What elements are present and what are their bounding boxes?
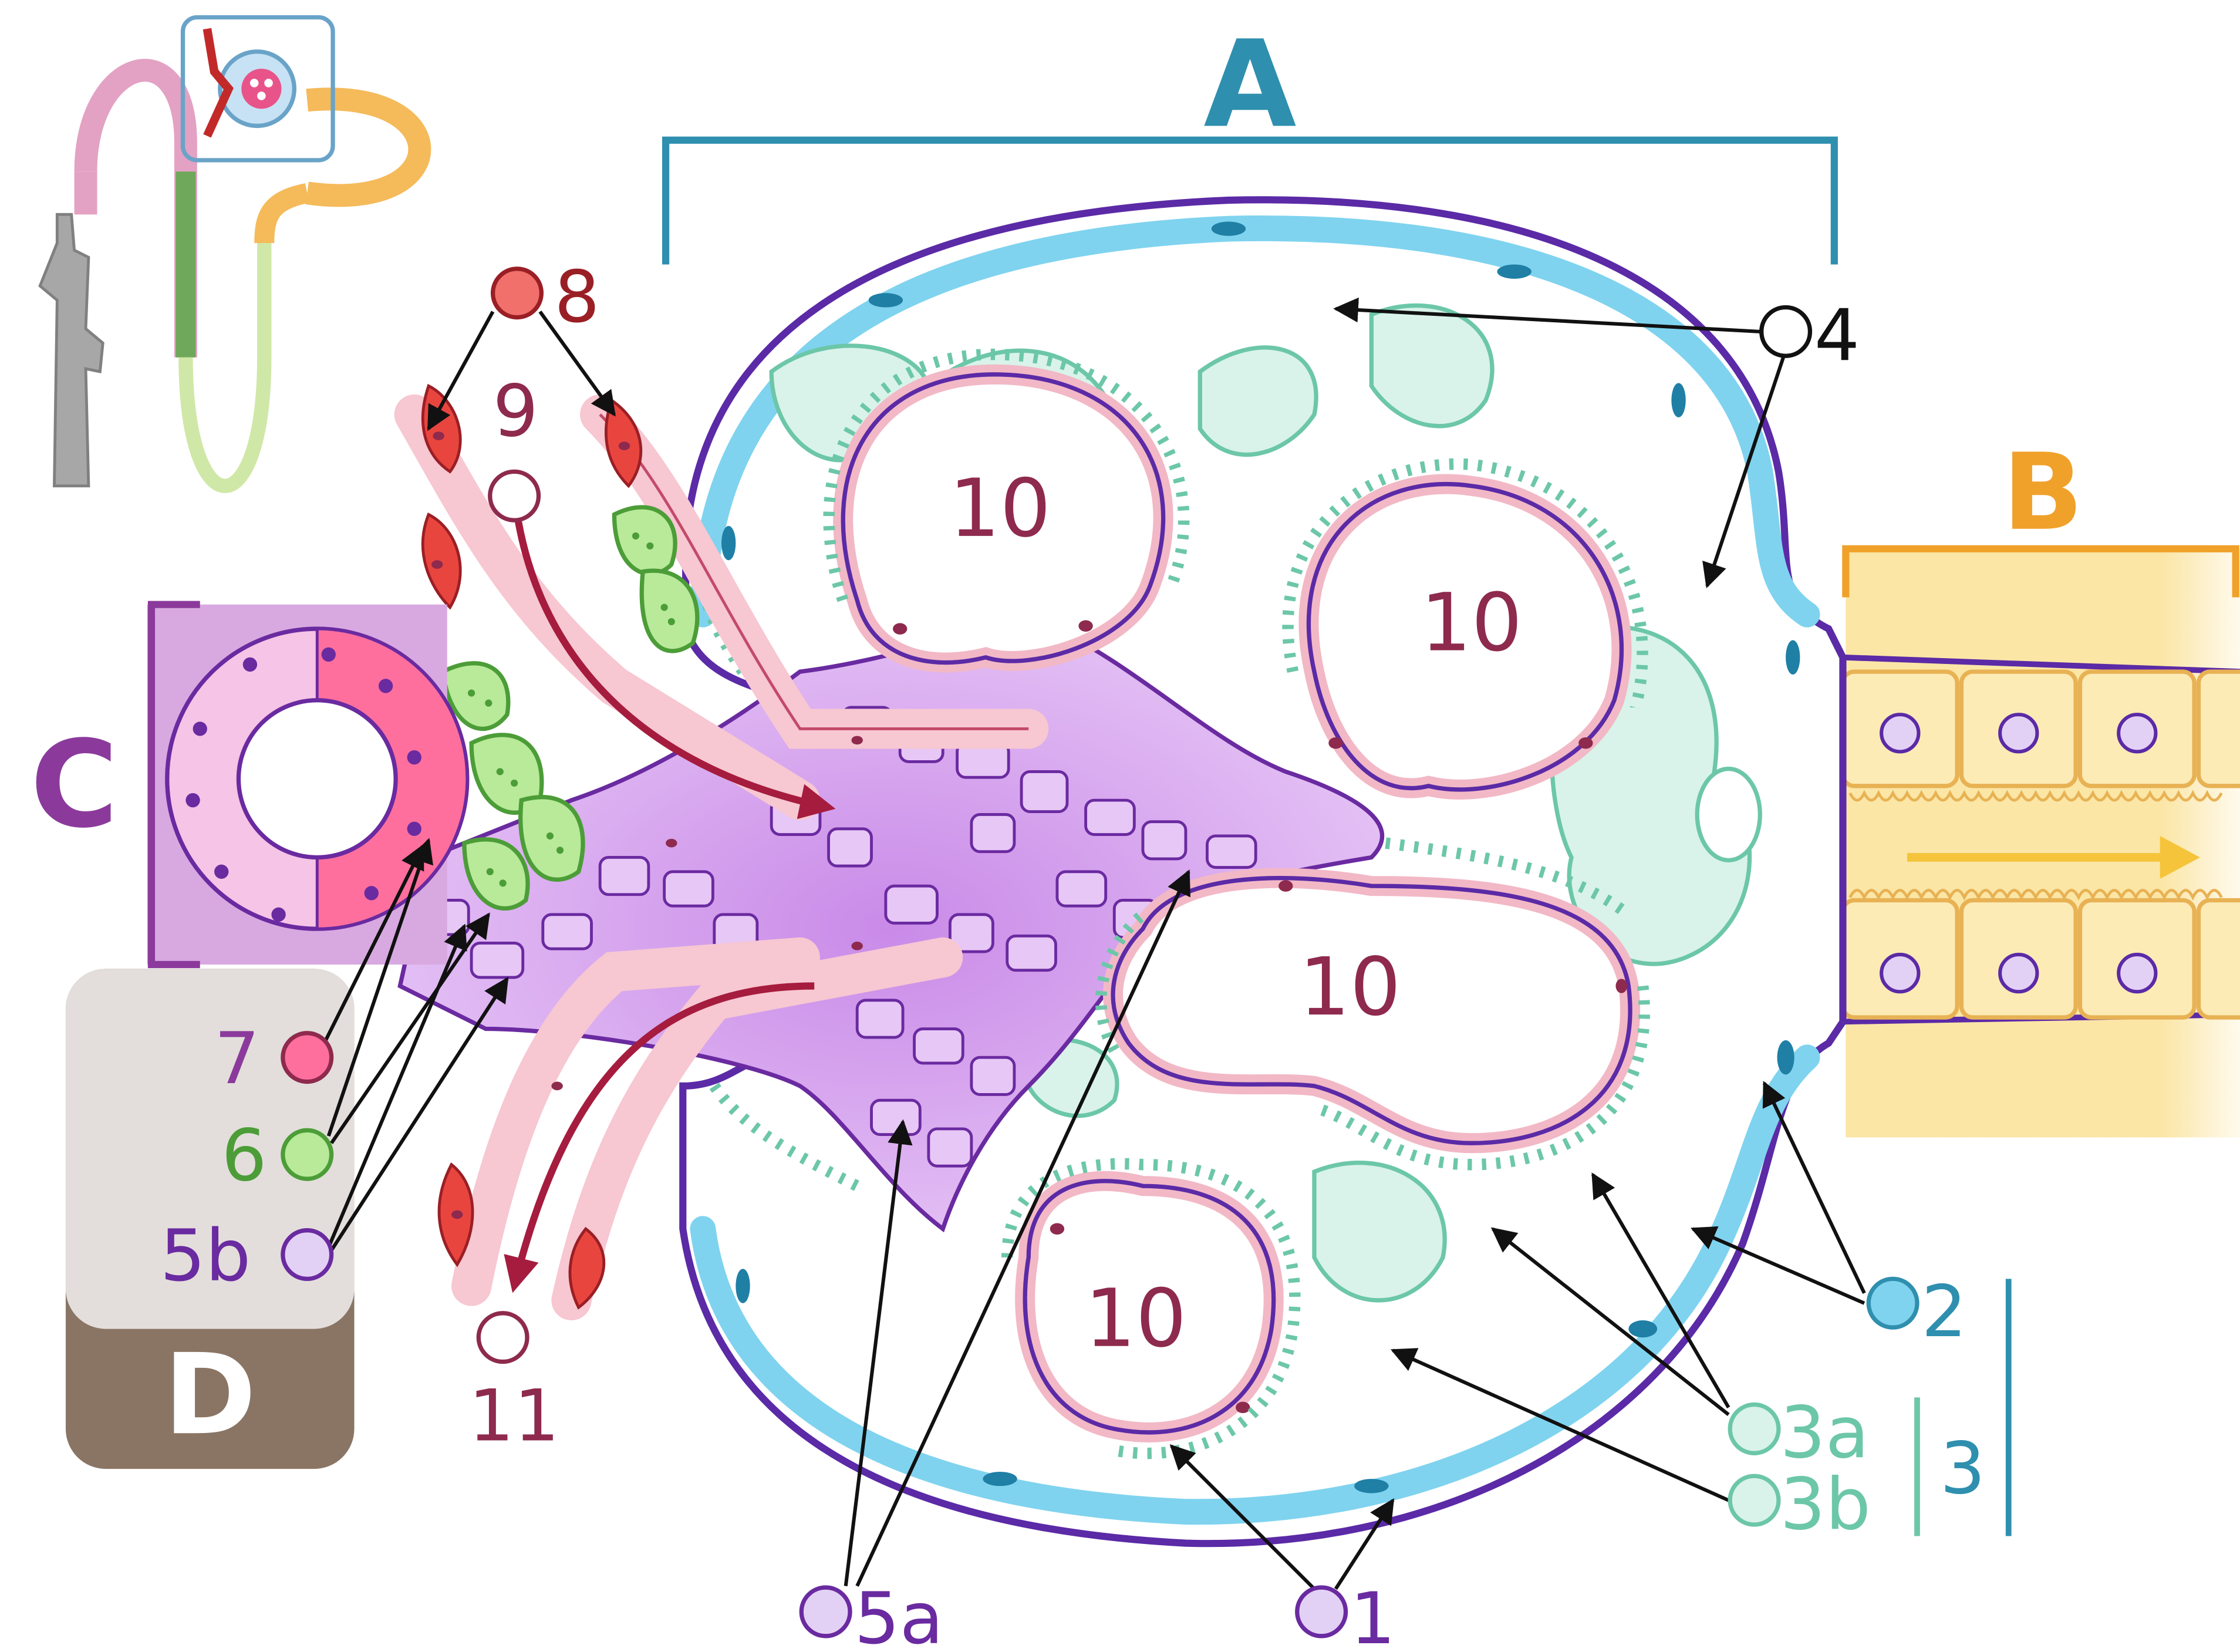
callout-9-text: 9 <box>493 370 538 453</box>
label-c: C <box>31 715 119 855</box>
label-d: D <box>164 1330 257 1459</box>
callout-4: 4 <box>1762 294 1860 377</box>
callout-3b-text: 3b <box>1780 1462 1871 1546</box>
capillary-label-1: 10 <box>949 463 1051 555</box>
callout-2-text: 2 <box>1921 1270 1966 1353</box>
callout-1-text: 1 <box>1350 1577 1395 1649</box>
callout-3b: 3b <box>1730 1462 1871 1546</box>
capillary-loop-2: 10 <box>1308 484 1621 790</box>
label-b: B <box>2003 431 2083 554</box>
callout-5a-text: 5a <box>854 1577 943 1649</box>
callout-5a: 5a <box>801 1577 943 1649</box>
callout-1: 1 <box>1297 1577 1395 1649</box>
callout-11-text: 11 <box>468 1374 559 1457</box>
callout-3-text: 3 <box>1940 1427 1985 1510</box>
capillary-label-3: 10 <box>1299 941 1401 1034</box>
capillary-label-4: 10 <box>1085 1273 1186 1366</box>
capillary-loop-4: 10 <box>1025 1181 1274 1432</box>
distal-tubule-macula-densa: C <box>31 605 467 965</box>
callout-2: 2 <box>1868 1270 1966 1353</box>
callout-9: 9 <box>490 370 539 521</box>
callout-6-text: 6 <box>221 1114 266 1197</box>
capillary-label-2: 10 <box>1421 577 1522 670</box>
capillary-loop-1: 10 <box>843 375 1163 663</box>
callout-11: 11 <box>468 1313 559 1458</box>
callout-8: 8 <box>493 255 600 339</box>
label-a: A <box>1203 15 1296 154</box>
callout-4-text: 4 <box>1814 294 1860 377</box>
nephron-overview-icon <box>40 17 420 486</box>
callout-5b-text: 5b <box>160 1214 251 1297</box>
callout-8-text: 8 <box>554 255 599 339</box>
callout-7-text: 7 <box>214 1017 259 1100</box>
